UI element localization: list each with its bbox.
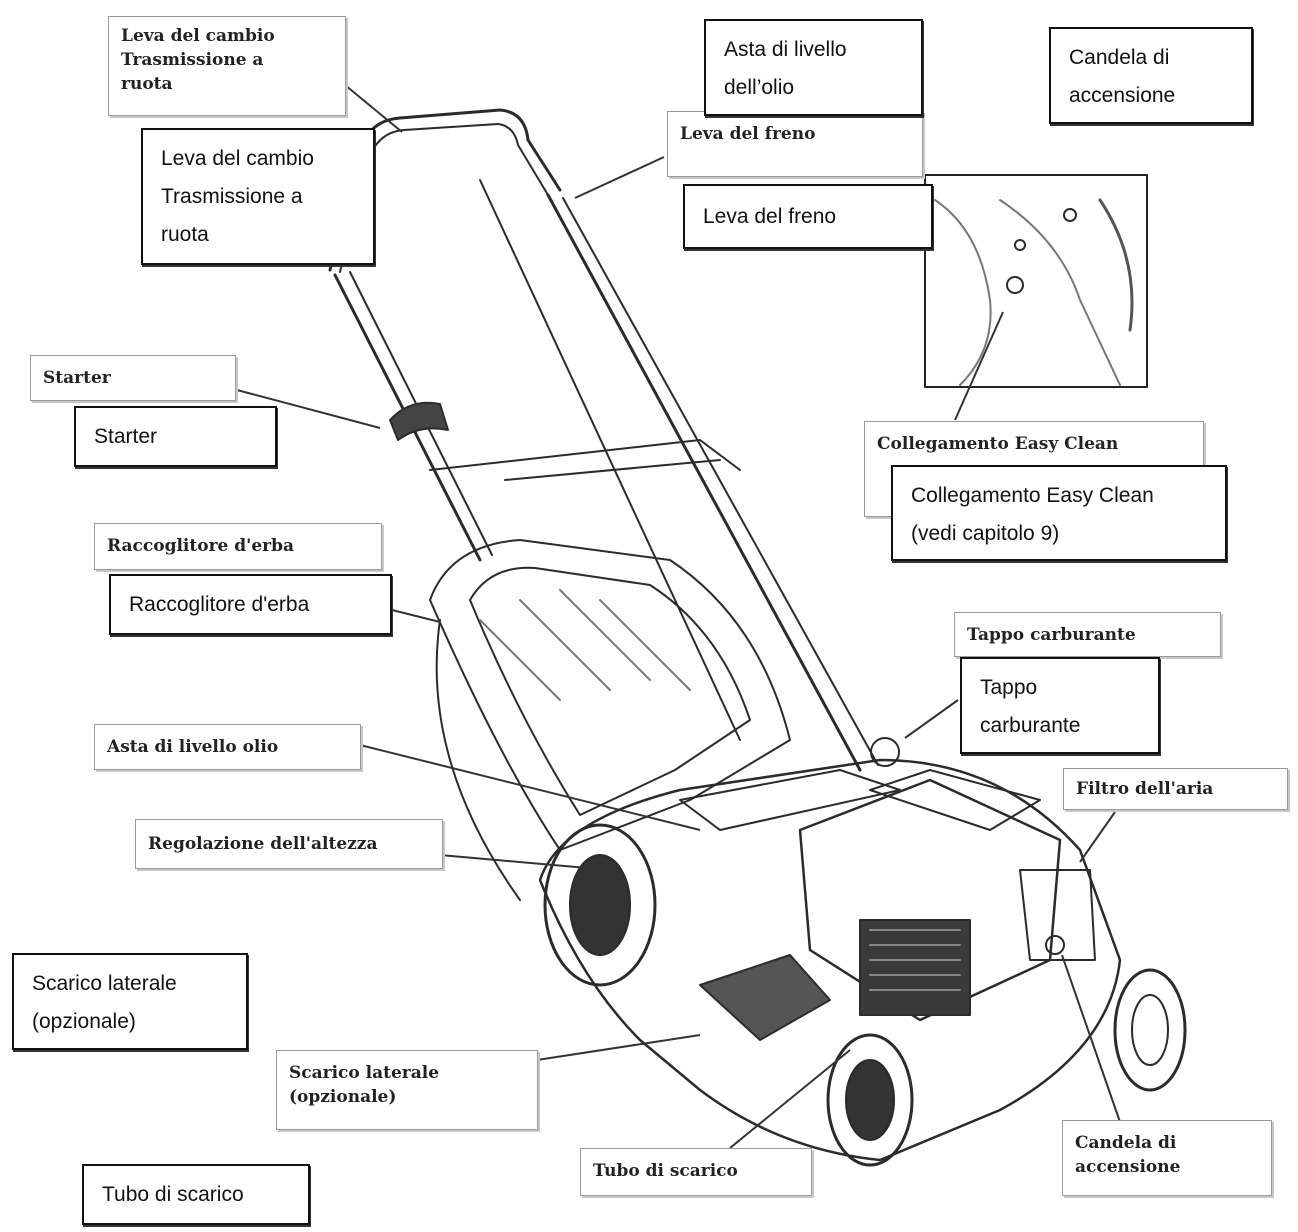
label-side-discharge-original: Scarico laterale (opzionale) [276, 1050, 538, 1130]
label-grass-catcher-original: Raccoglitore d'erba [94, 523, 382, 570]
label-side-discharge: Scarico laterale (opzionale) [12, 953, 248, 1050]
rear-left-wheel [543, 823, 657, 987]
label-grass-catcher: Raccoglitore d'erba [109, 574, 392, 635]
label-brake-lever-original: Leva del freno [667, 111, 923, 177]
easy-clean-inset [924, 174, 1148, 388]
right-handle-rod [546, 193, 862, 772]
front-right-wheel [1113, 968, 1187, 1092]
label-air-filter-original: Filtro dell'aria [1063, 768, 1288, 810]
label-gear-lever: Leva del cambio Trasmissione a ruota [141, 128, 375, 265]
label-fuel-cap: Tappo carburante [960, 657, 1160, 754]
label-gear-lever-original: Leva del cambio Trasmissione a ruota [108, 16, 346, 116]
label-oil-dipstick-original: Asta di livello olio [94, 724, 361, 770]
mower-deck [538, 758, 1122, 1162]
label-easy-clean: Collegamento Easy Clean (vedi capitolo 9… [891, 465, 1227, 561]
label-starter: Starter [74, 406, 277, 467]
fuel-cap [870, 737, 900, 767]
air-filter [1019, 869, 1096, 961]
label-brake-lever: Leva del freno [683, 184, 933, 249]
grass-catcher [429, 539, 791, 851]
label-starter-original: Starter [30, 355, 236, 401]
label-height-adjust-original: Regolazione dell'altezza [135, 819, 443, 869]
label-exhaust-pipe: Tubo di scarico [82, 1164, 310, 1225]
label-oil-dipstick: Asta di livello dell’olio [704, 19, 923, 116]
starter-grip [389, 401, 449, 441]
label-fuel-cap-original: Tappo carburante [954, 612, 1221, 657]
spark-plug [1045, 935, 1065, 955]
label-spark-plug-original: Candela di accensione [1062, 1120, 1272, 1196]
side-discharge-chute [699, 954, 831, 1041]
label-spark-plug: Candela di accensione [1049, 27, 1253, 124]
front-left-wheel [826, 1033, 914, 1167]
label-exhaust-pipe-original: Tubo di scarico [580, 1148, 812, 1196]
